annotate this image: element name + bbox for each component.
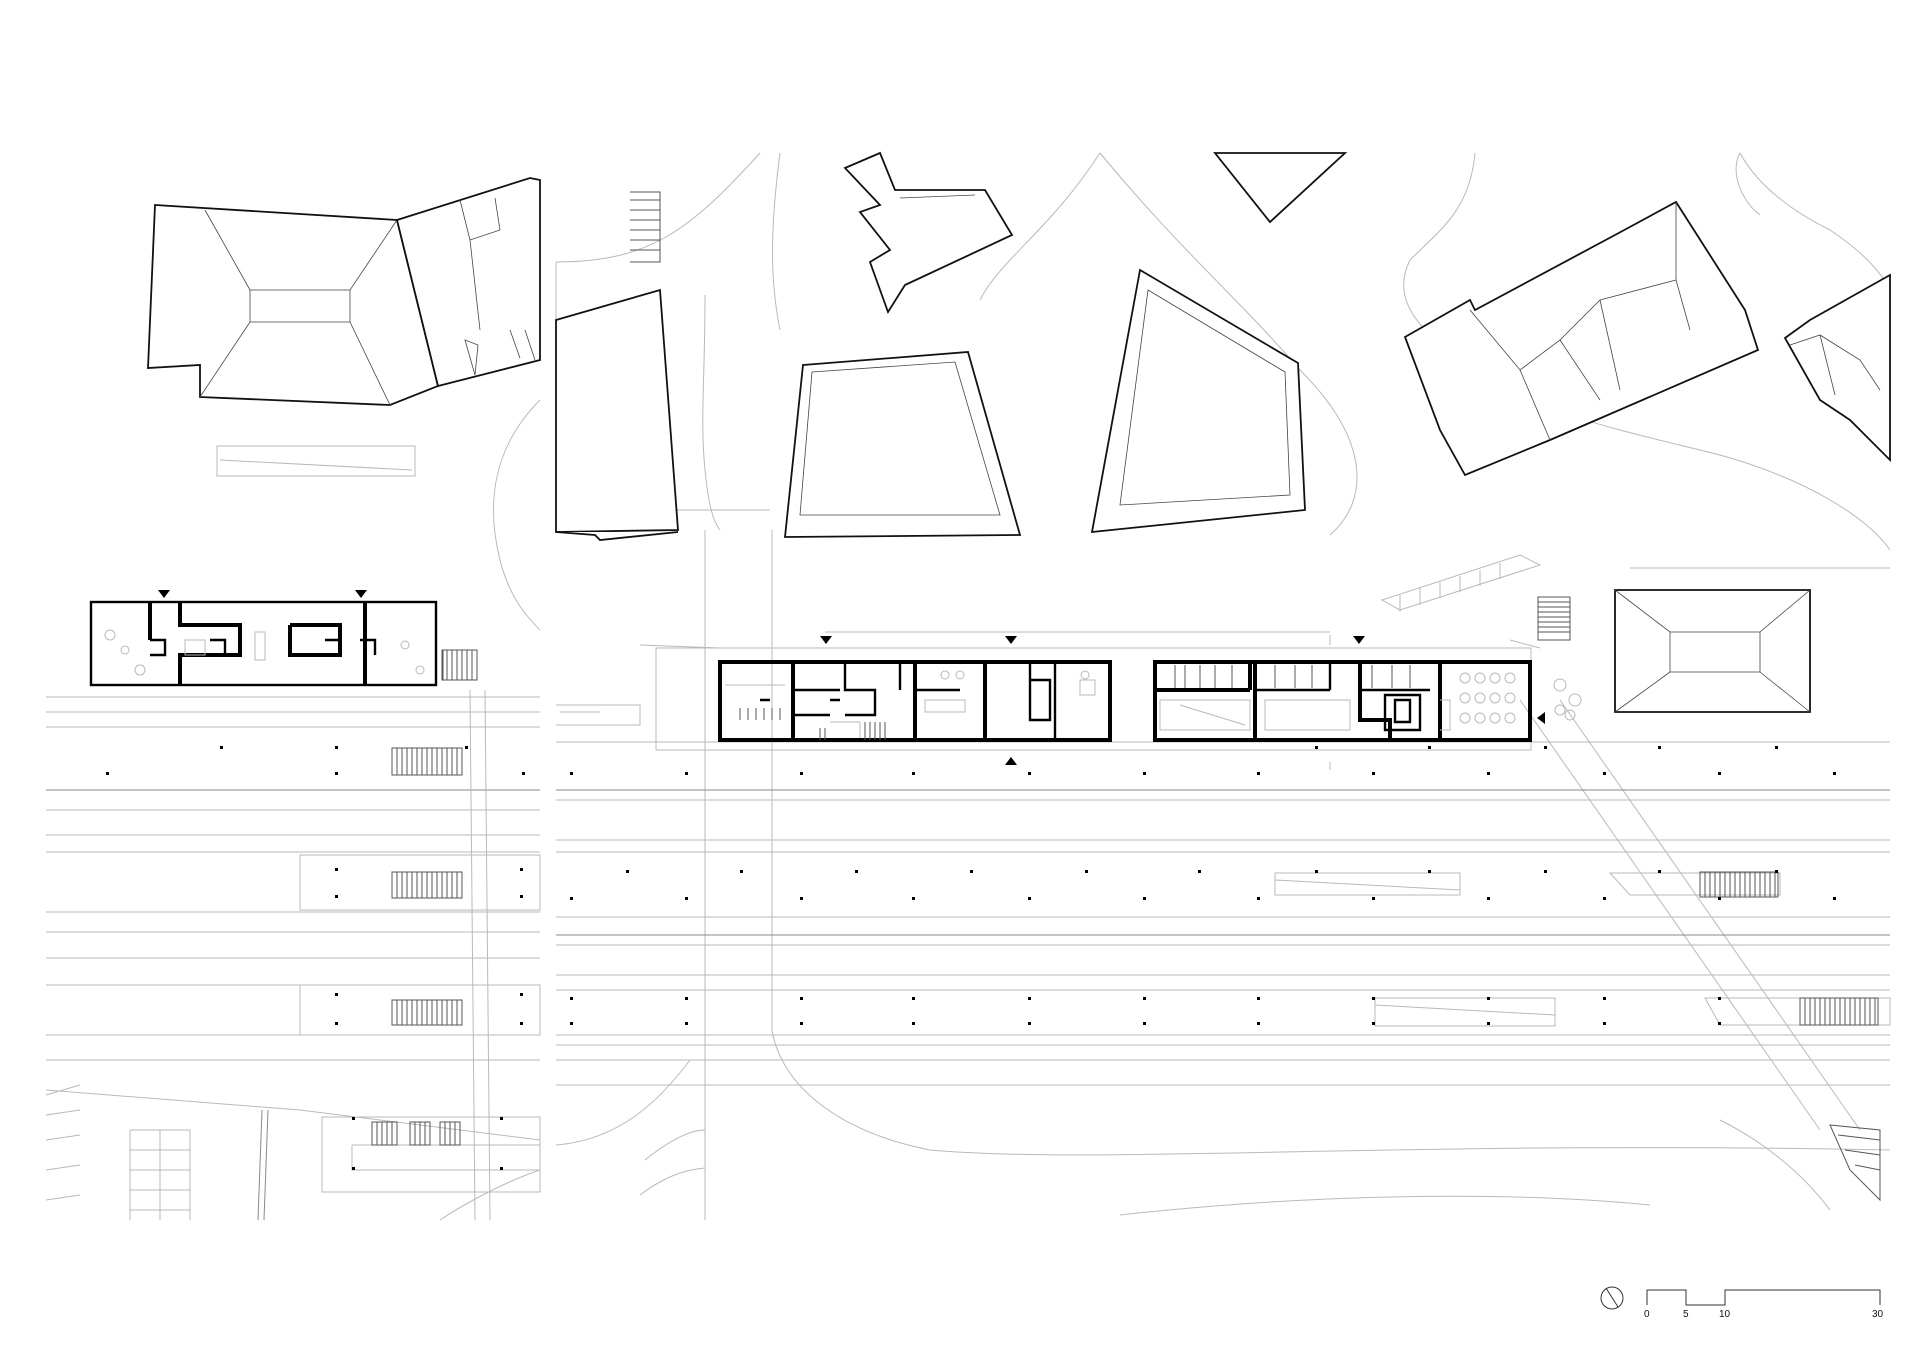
entrance-marker-icon xyxy=(1537,712,1545,724)
left-stairs xyxy=(371,649,478,1146)
north-arrow-icon xyxy=(1600,1286,1624,1310)
scale-and-north: 0 5 10 30 xyxy=(1600,1286,1884,1320)
left-column-markers xyxy=(106,746,525,1170)
entrance-marker-icon xyxy=(1005,636,1017,644)
entrance-marker-icon xyxy=(820,636,832,644)
scale-tick-label: 10 xyxy=(1719,1309,1731,1320)
left-building-large xyxy=(147,177,541,477)
scale-bar: 0 5 10 30 xyxy=(1644,1289,1884,1320)
scale-tick-label: 0 xyxy=(1644,1309,1650,1320)
main-panel xyxy=(555,151,1891,1220)
left-panel xyxy=(45,177,541,1221)
left-station-floor-plan xyxy=(89,590,444,687)
scale-tick-label: 30 xyxy=(1872,1309,1884,1320)
left-tracks xyxy=(45,399,541,1221)
scale-tick-label: 5 xyxy=(1683,1309,1689,1320)
main-context-buildings xyxy=(555,151,1891,713)
main-column-markers xyxy=(570,746,1836,1025)
main-station-floor-plan xyxy=(639,631,1582,770)
entrance-marker-icon xyxy=(1005,757,1017,765)
entrance-marker-icon xyxy=(1353,636,1365,644)
entrance-marker-icon xyxy=(355,590,367,598)
entrance-marker-icon xyxy=(158,590,170,598)
